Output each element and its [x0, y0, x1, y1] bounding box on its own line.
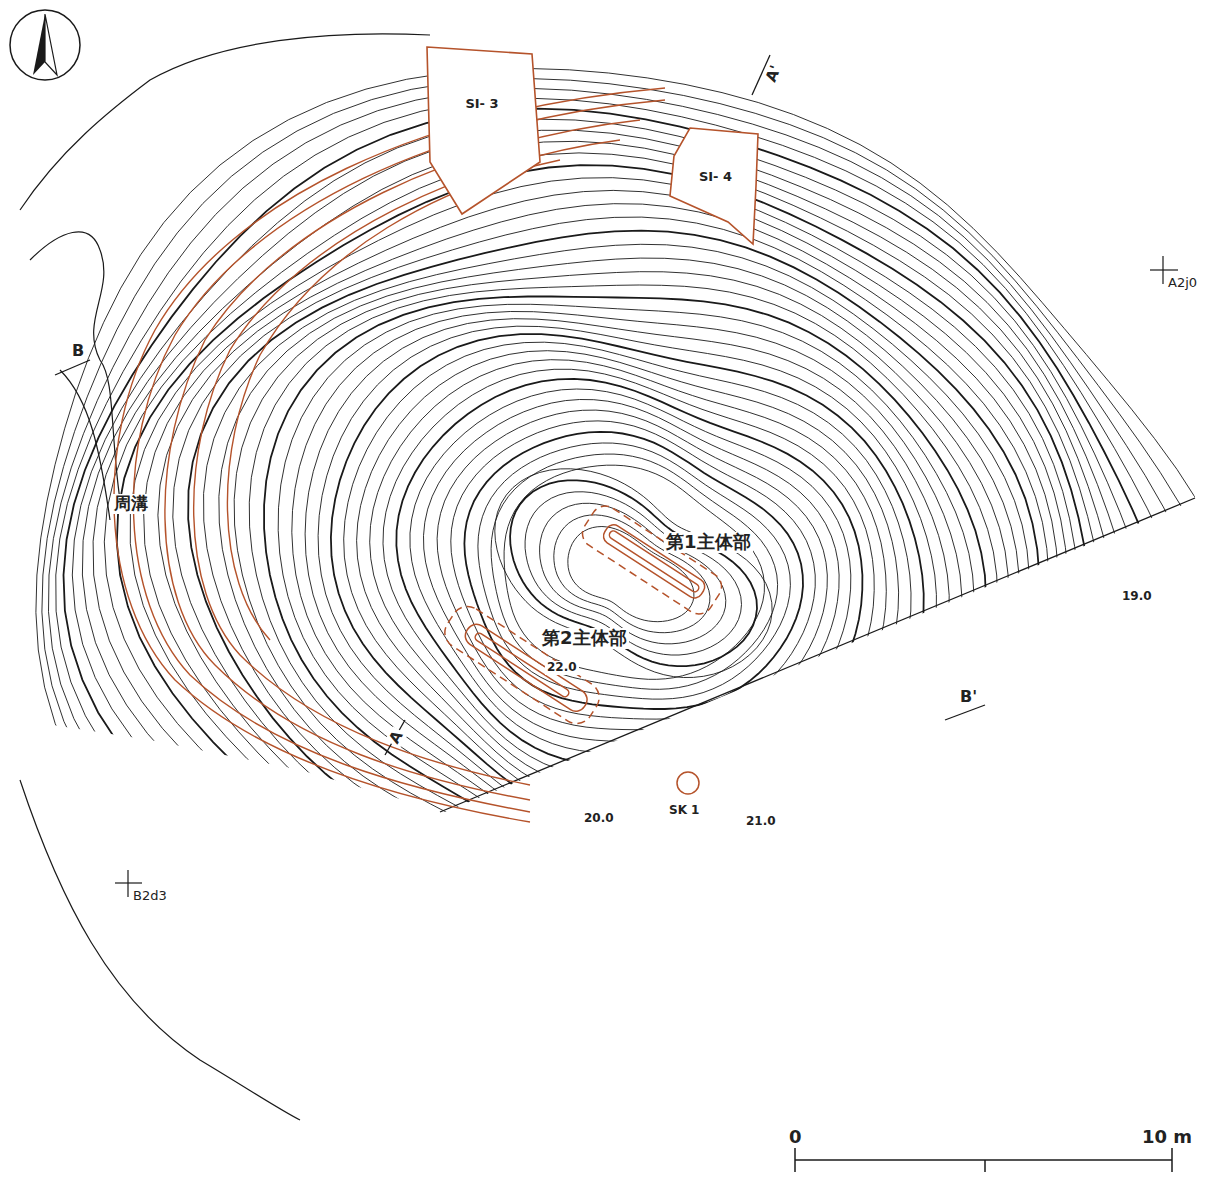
- grid-points: [115, 256, 1178, 897]
- elevation-number: 21.0: [744, 815, 778, 829]
- contour-line: [234, 272, 1008, 911]
- contour-line: [219, 258, 1019, 921]
- pit-shape: [422, 42, 542, 217]
- contour-line: [464, 432, 803, 709]
- contour-line: [82, 130, 1146, 997]
- contour-line: [491, 454, 777, 689]
- contour-line: [344, 342, 911, 817]
- contour-line: [173, 217, 1049, 947]
- excavation-edge: [440, 498, 1195, 812]
- contour-line: [396, 379, 862, 766]
- contour-line: [478, 443, 791, 699]
- contour-line: [451, 421, 815, 719]
- contour-line: [49, 89, 1215, 1039]
- pit-shape: [668, 126, 763, 246]
- contour-line: [331, 334, 924, 829]
- contour-line: [383, 369, 874, 778]
- contour-line: [36, 69, 1215, 1061]
- contour-line: [144, 190, 1069, 961]
- elevation-number: 20.0: [582, 812, 616, 826]
- scale-label: 10 m: [1140, 1127, 1194, 1148]
- contour-line: [204, 244, 1030, 930]
- feature-name: 第2主体部: [540, 628, 629, 649]
- scale-bar: [795, 1148, 1172, 1172]
- contour-line: [510, 480, 757, 666]
- contour-line: [424, 400, 840, 742]
- grid-label: A2j0: [1166, 276, 1199, 291]
- feature-name: 周溝: [112, 494, 150, 514]
- contour-line: [264, 297, 986, 890]
- pit-outline: SI- 4: [668, 126, 763, 246]
- contour-line: [64, 109, 1184, 1017]
- contour-line: [357, 351, 899, 804]
- elevation-number: 22.0: [545, 661, 579, 675]
- section-label: B': [958, 688, 979, 706]
- contour-line: [318, 326, 936, 842]
- contour-line: [292, 312, 962, 867]
- pit-label: SI- 4: [699, 169, 732, 184]
- contour-line: [278, 304, 974, 878]
- feature-name: SK 1: [667, 804, 701, 818]
- feature-name: 第1主体部: [664, 532, 753, 553]
- pit-label: SI- 3: [465, 96, 498, 111]
- contour-line: [525, 492, 741, 655]
- contour-line: [495, 469, 772, 678]
- grid-label: B2d3: [131, 889, 169, 904]
- ditch-lines: [114, 88, 665, 822]
- scale-label: 0: [787, 1127, 804, 1148]
- contour-line: [104, 153, 1111, 982]
- section-label: B: [70, 342, 86, 360]
- contour-line: [72, 119, 1165, 1006]
- elevation-number: 19.0: [1120, 590, 1154, 604]
- contour-line: [249, 285, 997, 900]
- contour-line: [188, 231, 1039, 939]
- pit-outline: SI- 3: [422, 42, 542, 217]
- contour-line: [42, 79, 1215, 1050]
- contour-line: [410, 389, 851, 753]
- contour-line: [56, 98, 1202, 1027]
- north-arrow: [10, 10, 80, 80]
